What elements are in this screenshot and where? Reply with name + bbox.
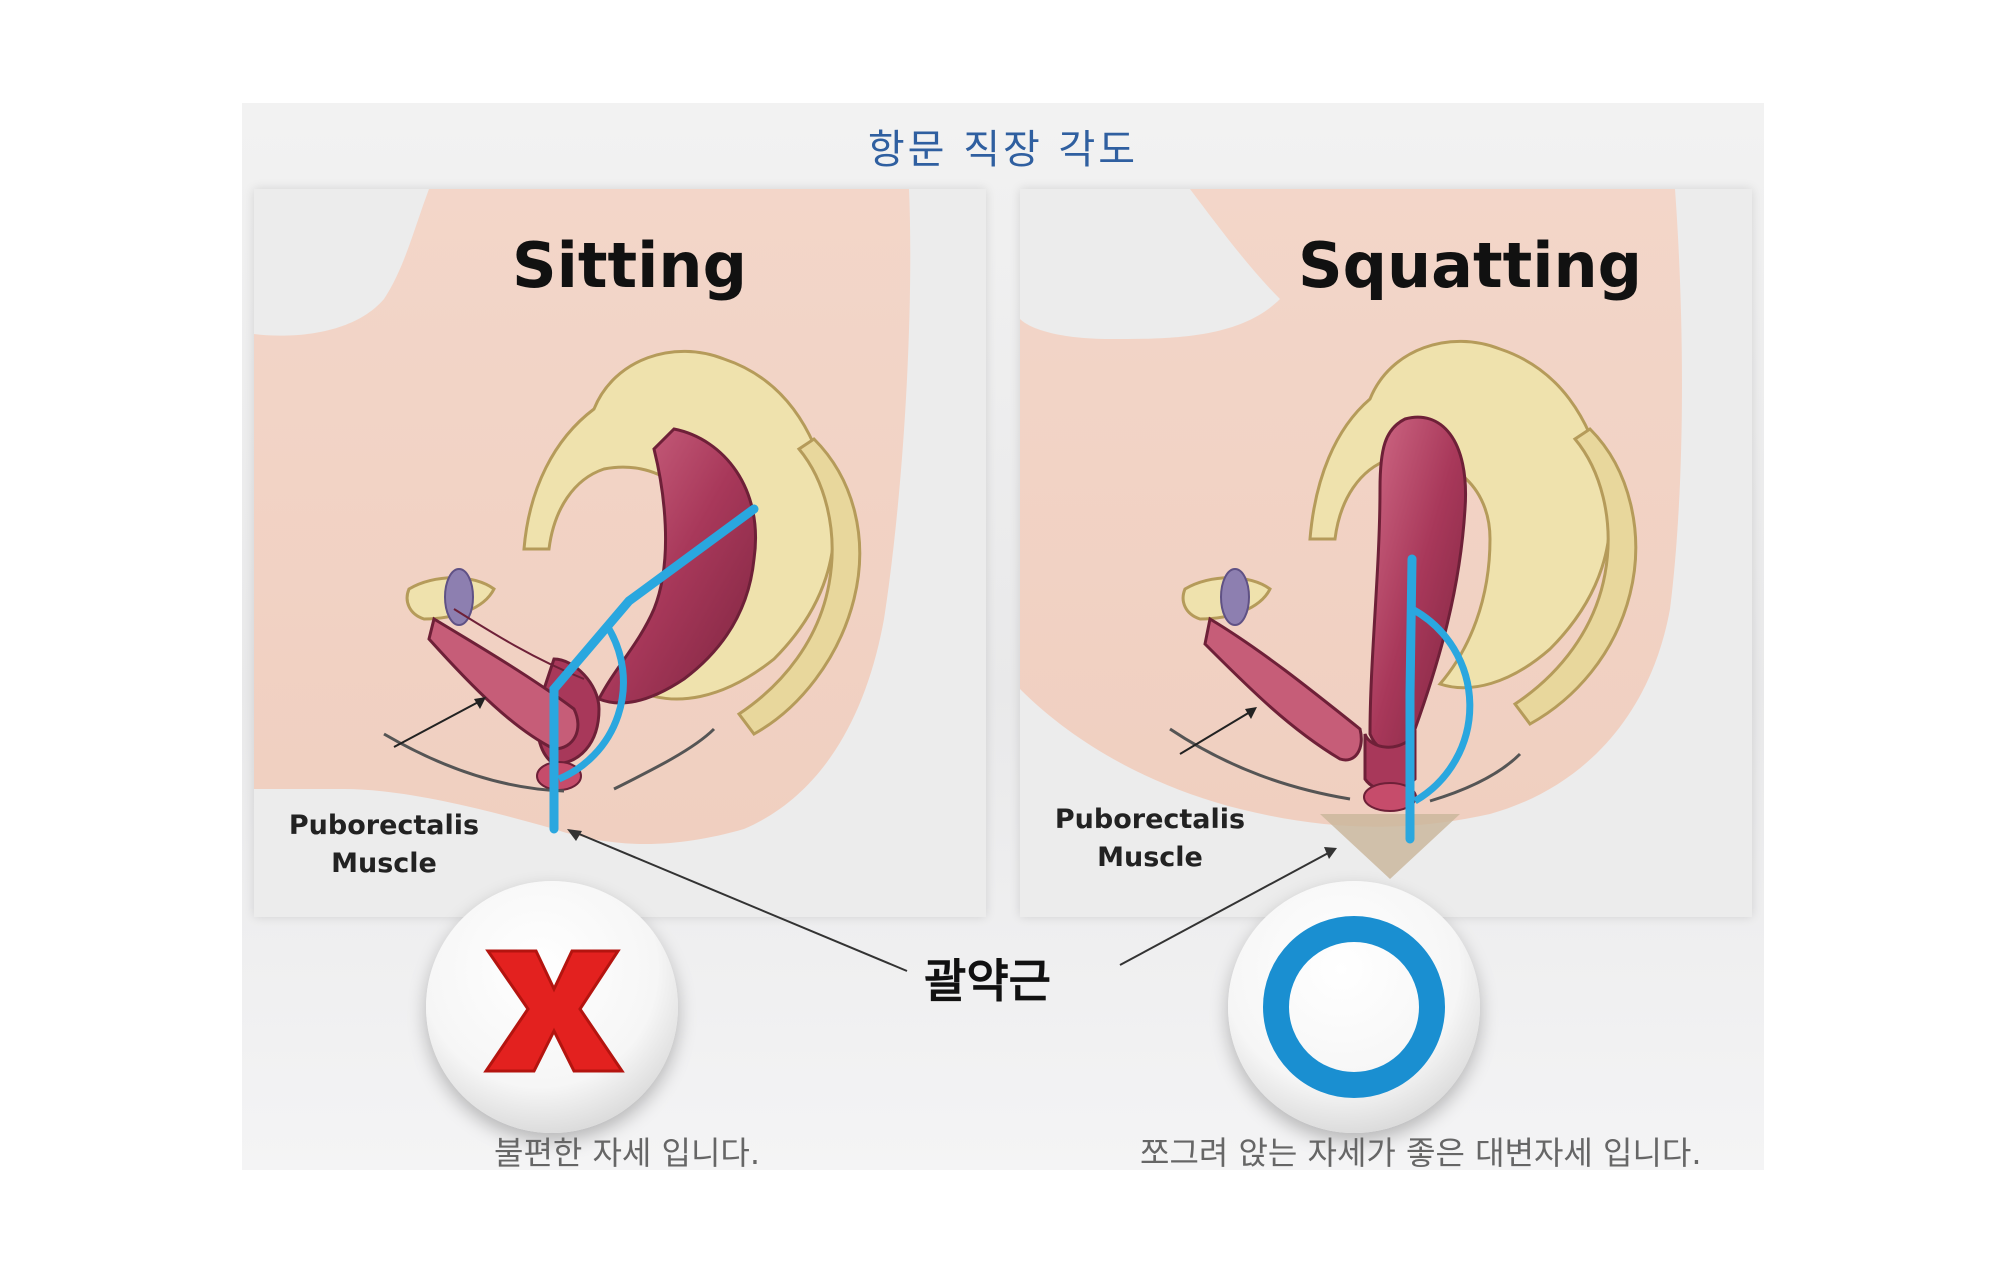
squatting-heading: Squatting	[1298, 229, 1643, 302]
circle-o-icon	[1228, 881, 1480, 1133]
sitting-heading: Sitting	[512, 229, 747, 302]
squatting-caption: 쪼그려 앉는 자세가 좋은 대변자세 입니다.	[1140, 1134, 1702, 1170]
squatting-anatomy-illustration	[1020, 189, 1752, 917]
anorectal-angle-figure: 항문 직장 각도	[242, 103, 1764, 1170]
sitting-caption: 불편한 자세 입니다.	[494, 1134, 761, 1170]
sitting-panel: Sitting Puborectalis Muscle	[254, 189, 986, 917]
sphincter-pointer-lines	[567, 829, 1337, 972]
figure-title: 항문 직장 각도	[867, 127, 1139, 173]
sphincter-label: 괄약근	[924, 954, 1051, 1008]
puborectalis-label-right: Puborectalis Muscle	[1054, 804, 1246, 873]
puborectalis-label-left: Puborectalis Muscle	[288, 810, 480, 879]
squatting-panel: Squatting Puborectalis Muscle	[1020, 189, 1752, 917]
x-mark-icon	[426, 881, 678, 1133]
sitting-anatomy-illustration	[254, 189, 986, 917]
